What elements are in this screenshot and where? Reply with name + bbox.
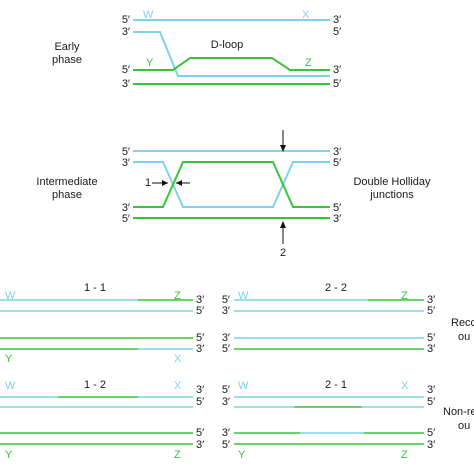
strand-end-label: 5′ [122, 64, 130, 76]
resolution-2-1-panel: 2 - 1 5′ 3′ W X 3′ 5′ 3′ 5′ 5′ 3′ Y Z [222, 379, 435, 461]
marker-z: Z [174, 449, 181, 461]
marker-x: X [401, 380, 409, 392]
marker-z: Z [305, 57, 312, 69]
strand-end-label: 3′ [122, 26, 130, 38]
double-holliday-label-line2: junctions [369, 189, 414, 201]
marker-w: W [143, 9, 154, 21]
strand-end-label: 5′ [222, 384, 230, 396]
strand-end-label: 3′ [222, 332, 230, 344]
green-d-loop-strand [133, 57, 330, 71]
resolution-1-1-panel: 1 - 1 W Z 3′ 5′ 5′ 3′ Y X [0, 282, 204, 365]
strand-end-label: 3′ [122, 78, 130, 90]
double-holliday-label-line1: Double Holliday [353, 176, 431, 188]
strand-end-label: 3′ [333, 64, 341, 76]
resolution-2-2-label: 2 - 2 [325, 282, 347, 294]
marker-z: Z [174, 290, 181, 302]
blue-invading-strand [133, 31, 330, 77]
d-loop-label: D-loop [211, 39, 243, 51]
marker-x: X [174, 380, 182, 392]
strand-end-label: 5′ [222, 343, 230, 355]
strand-end-label: 5′ [427, 396, 435, 408]
strand-end-label: 5′ [427, 332, 435, 344]
strand-end-label: 3′ [196, 439, 204, 451]
marker-y: Y [5, 353, 13, 365]
marker-w: W [5, 380, 16, 392]
strand-end-label: 3′ [222, 305, 230, 317]
strand-end-label: 5′ [427, 305, 435, 317]
junction-arrowhead-top [280, 145, 286, 152]
strand-end-label: 5′ [122, 213, 130, 225]
strand-end-label: 3′ [196, 384, 204, 396]
outcome-labels: Recc ou Non-re ou [443, 317, 474, 432]
green-crossing-strand [133, 161, 330, 208]
marker-y: Y [146, 57, 154, 69]
strand-end-label: 5′ [196, 332, 204, 344]
strand-end-label: 3′ [333, 146, 341, 158]
strand-end-label: 5′ [333, 202, 341, 214]
recombinant-outcome-label-line1: Recc [451, 317, 474, 329]
strand-end-label: 3′ [333, 14, 341, 26]
strand-end-label: 5′ [333, 26, 341, 38]
strand-end-label: 5′ [196, 427, 204, 439]
strand-end-label: 3′ [122, 157, 130, 169]
strand-end-label: 5′ [196, 396, 204, 408]
junction-1-label: 1 [145, 177, 151, 189]
junction-2-arrowhead [280, 221, 286, 228]
non-recombinant-outcome-label-line2: ou [458, 420, 470, 432]
marker-x: X [174, 353, 182, 365]
strand-end-label: 5′ [196, 305, 204, 317]
strand-end-label: 3′ [427, 384, 435, 396]
strand-end-label: 5′ [333, 157, 341, 169]
strand-end-label: 5′ [222, 439, 230, 451]
strand-end-label: 3′ [222, 396, 230, 408]
resolution-1-1-label: 1 - 1 [84, 282, 106, 294]
resolution-1-2-label: 1 - 2 [84, 379, 106, 391]
early-phase-label-line1: Early [54, 41, 80, 53]
strand-end-label: 3′ [427, 294, 435, 306]
marker-z: Z [401, 449, 408, 461]
non-recombinant-outcome-label-line1: Non-re [443, 406, 474, 418]
marker-z: Z [401, 290, 408, 302]
marker-x: X [302, 9, 310, 21]
strand-end-label: 3′ [222, 427, 230, 439]
intermediate-phase-label-line1: Intermediate [36, 176, 97, 188]
recombinant-outcome-label-line2: ou [458, 331, 470, 343]
strand-end-label: 5′ [427, 427, 435, 439]
early-phase-label-line2: phase [52, 54, 82, 66]
marker-w: W [5, 290, 16, 302]
resolution-1-2-panel: 1 - 2 W X 3′ 5′ 5′ 3′ Y Z [0, 379, 204, 461]
strand-end-label: 3′ [122, 202, 130, 214]
marker-y: Y [5, 449, 13, 461]
strand-end-label: 5′ [222, 294, 230, 306]
blue-crossing-strand [133, 161, 330, 208]
junction-2-label: 2 [280, 247, 286, 259]
resolution-2-1-label: 2 - 1 [325, 379, 347, 391]
intermediate-phase-panel: Intermediate phase 5′ 3′ 3′ 5′ 3′ 5′ 5′ … [36, 130, 431, 259]
junction-1-arrowhead-right [176, 180, 182, 186]
strand-end-label: 5′ [122, 146, 130, 158]
junction-1-arrowhead [162, 180, 168, 186]
strand-end-label: 3′ [196, 294, 204, 306]
strand-end-label: 3′ [333, 213, 341, 225]
resolution-2-2-panel: 2 - 2 5′ 3′ W Z 3′ 5′ 3′ 5′ 5′ 3′ [222, 282, 435, 355]
strand-end-label: 5′ [122, 14, 130, 26]
strand-end-label: 5′ [333, 78, 341, 90]
marker-y: Y [238, 449, 246, 461]
early-phase-panel: Early phase W X 5′ 3′ 3′ 5′ Y Z D-loop 5… [52, 9, 341, 90]
strand-end-label: 3′ [196, 343, 204, 355]
marker-w: W [238, 380, 249, 392]
strand-end-label: 3′ [427, 343, 435, 355]
intermediate-phase-label-line2: phase [52, 189, 82, 201]
marker-w: W [238, 290, 249, 302]
strand-end-label: 3′ [427, 439, 435, 451]
